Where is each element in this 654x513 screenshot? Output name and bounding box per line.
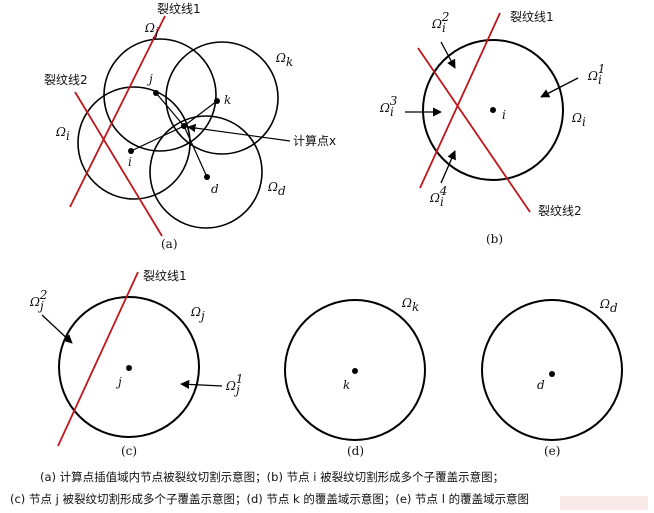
node-d-label-e: d (537, 378, 545, 392)
arrow-sub1-c (180, 379, 223, 389)
point-x-label: 计算点x (293, 133, 336, 148)
crack-line-2-a (74, 91, 163, 237)
crack1-label-b: 裂纹线1 (510, 10, 554, 24)
panel-d-label: (d) (347, 444, 364, 458)
caption-line-1: (a) 计算点插值域内节点被裂纹切割示意图；(b) 节点 i 被裂纹切割形成多个… (40, 470, 504, 484)
node-d-dot (204, 174, 210, 180)
domain-circle-d (149, 115, 263, 229)
omega-j-label: Ωj (144, 21, 159, 39)
node-i-label: i (128, 155, 132, 169)
link-d-x (183, 125, 208, 178)
subcover-i2-label: Ωi2 (431, 10, 449, 35)
domain-circle-d-e (481, 299, 623, 441)
node-d-dot-e (549, 371, 555, 377)
omega-i-label: Ωi (55, 125, 70, 143)
crack2-label-b: 裂纹线2 (538, 204, 582, 218)
node-k-dot-d (352, 368, 358, 374)
node-j-label-c: j (115, 375, 122, 389)
node-i-dot (128, 148, 134, 154)
crack-line-1-b (419, 12, 501, 189)
caption-line-2: (c) 节点 j 被裂纹切割形成多个子覆盖示意图；(d) 节点 k 的覆盖域示意… (10, 492, 529, 506)
arrow-sub4-b (440, 150, 456, 184)
panel-a-label: (a) (161, 237, 178, 251)
node-k-dot (214, 98, 220, 104)
omega-j-label-c: Ωj (190, 305, 205, 323)
node-d-label: d (211, 182, 219, 196)
panel-c: j 裂纹线1 Ωj2 Ωj1 Ωj (c) (29, 269, 243, 458)
link-j-x (155, 92, 185, 127)
watermark-logo (560, 496, 648, 510)
crack-line-1-c (57, 271, 139, 447)
domain-circle-k (165, 41, 279, 155)
subcover-i4-label: Ωi4 (429, 184, 447, 209)
panel-e: d Ωd (e) (481, 297, 623, 458)
node-j-label: j (146, 72, 153, 86)
node-j-dot (153, 90, 159, 96)
panel-b-label: (b) (486, 232, 503, 246)
omega-d-label: Ωd (267, 180, 286, 198)
panel-e-label: (e) (544, 444, 560, 458)
panel-b: i 裂纹线1 裂纹线2 Ωi1 Ωi2 Ωi3 Ωi4 Ωi (b) (379, 10, 605, 246)
subcover-i1-label: Ωi1 (587, 62, 605, 87)
crack-line-2-b (417, 47, 531, 213)
pointer-x (187, 123, 291, 142)
node-i-dot-b (490, 107, 496, 113)
arrow-sub2-c (41, 314, 73, 344)
node-i-label-b: i (502, 108, 506, 122)
arrow-sub1-b (540, 77, 579, 98)
subcover-j2-label: Ωj2 (29, 288, 47, 313)
omega-d-label-e: Ωd (599, 297, 618, 315)
arrow-sub2-b (440, 41, 456, 69)
panel-a: 裂纹线1 裂纹线2 计算点x j k i d Ωj Ωk Ωi Ωd (a) (44, 2, 336, 251)
omega-i-label-b: Ωi (571, 111, 586, 129)
domain-circle-j-c (58, 296, 200, 438)
crack2-label-a: 裂纹线2 (44, 73, 88, 87)
point-x-dot (181, 123, 187, 129)
omega-k-label: Ωk (275, 51, 293, 69)
link-i-x (130, 125, 185, 152)
panel-d: k Ωk (d) (284, 296, 426, 458)
omega-k-label-d: Ωk (401, 296, 419, 314)
domain-circle-j (103, 38, 217, 152)
domain-circle-i (77, 86, 191, 200)
link-k-x (183, 100, 218, 127)
node-j-dot-c (126, 365, 132, 371)
domain-circle-i-b (422, 39, 564, 181)
crack1-label-c: 裂纹线1 (143, 269, 187, 283)
crack1-label-a: 裂纹线1 (157, 2, 201, 16)
subcover-j1-label: Ωj1 (225, 372, 243, 397)
panel-c-label: (c) (121, 444, 137, 458)
domain-circle-k-d (284, 299, 426, 441)
node-k-label-d: k (343, 378, 350, 392)
subcover-i3-label: Ωi3 (379, 94, 398, 119)
crack-line-1-a (69, 15, 166, 208)
node-k-label: k (224, 93, 231, 107)
